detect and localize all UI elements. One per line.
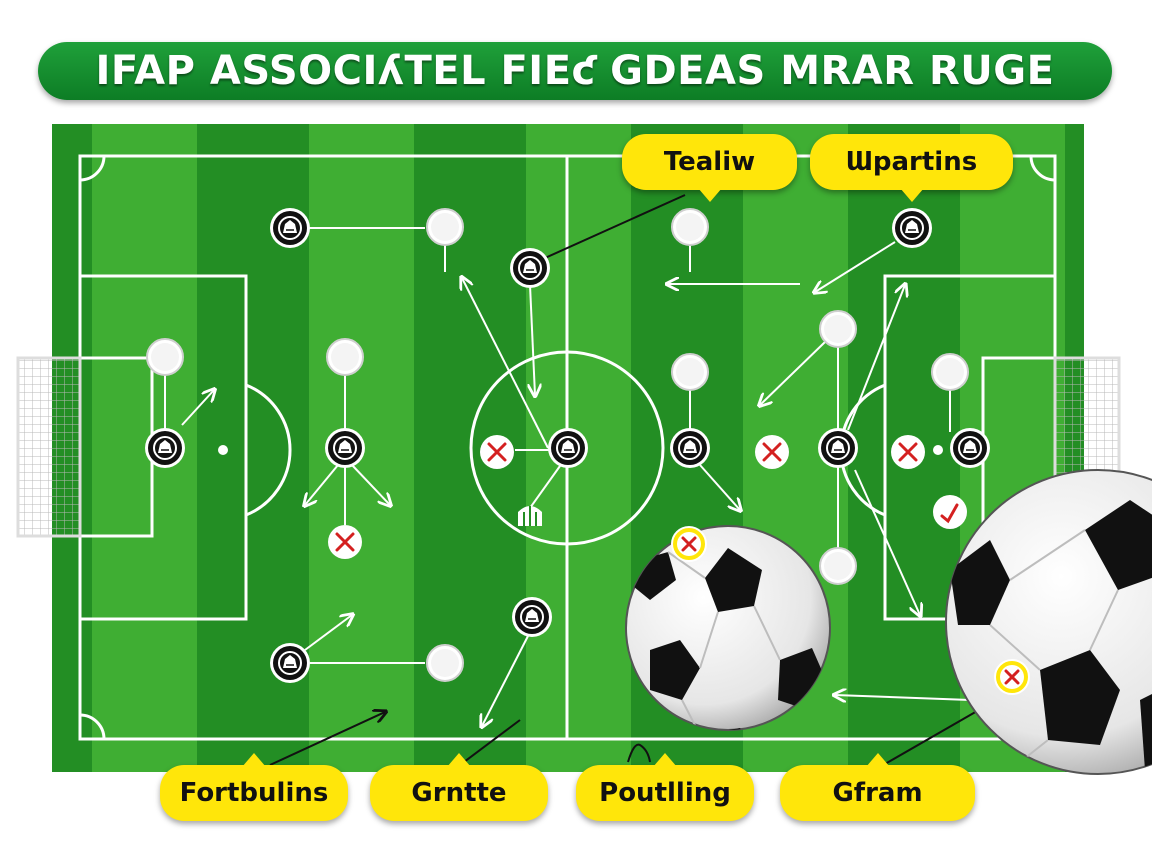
callout-label: Poutlling [599, 778, 731, 808]
callout-label: Fortbulins [179, 778, 329, 808]
marker-icon [671, 353, 709, 391]
player-icon [511, 596, 553, 638]
cross-icon [670, 525, 708, 563]
marker-icon [819, 310, 857, 348]
callout-label: Tealiw [663, 147, 756, 177]
callout-bottom-3: Poutlling [576, 753, 754, 821]
cross-icon [326, 523, 364, 561]
callout-bottom-1: Fortbulins [160, 753, 348, 821]
callout-label: Grntte [411, 778, 507, 808]
player-icon [509, 247, 551, 289]
cross-icon [889, 433, 927, 471]
callout-top-left: Tealiw [622, 134, 797, 202]
player-icon [817, 427, 859, 469]
cross-icon [753, 433, 791, 471]
marker-icon [931, 353, 969, 391]
marker-icon [326, 338, 364, 376]
callout-bottom-2: Grntte [370, 753, 548, 821]
title-banner: IFAP ASSOCIʎTEL FIEƈ GDEAS MRAR RUGE [38, 42, 1112, 100]
player-icon [269, 642, 311, 684]
marker-icon [671, 208, 709, 246]
player-icon [324, 427, 366, 469]
callout-label: Ɯpartins [845, 147, 978, 177]
tactic-lines [164, 227, 971, 726]
goal-net-icon [16, 356, 82, 538]
soccer-ball-icon [625, 525, 831, 731]
center-goal-icon [518, 506, 542, 526]
marker-icon [819, 547, 857, 585]
marker-icon [146, 338, 184, 376]
player-icon [547, 427, 589, 469]
marker-icon [426, 644, 464, 682]
callout-top-right: Ɯpartins [810, 134, 1013, 202]
soccer-ball-icon [945, 469, 1152, 775]
marker-icon [426, 208, 464, 246]
cross-icon [993, 658, 1031, 696]
player-icon [949, 427, 991, 469]
penalty-spot [933, 445, 943, 455]
page-title: IFAP ASSOCIʎTEL FIEƈ GDEAS MRAR RUGE [95, 48, 1055, 94]
player-icon [669, 427, 711, 469]
callout-label: Gfram [832, 778, 923, 808]
callout-bottom-4: Gfram [780, 753, 975, 821]
penalty-spot [218, 445, 228, 455]
player-icon [891, 207, 933, 249]
check-mark-icon [933, 495, 967, 529]
cross-icon [478, 433, 516, 471]
player-icon [144, 427, 186, 469]
player-icon [269, 207, 311, 249]
